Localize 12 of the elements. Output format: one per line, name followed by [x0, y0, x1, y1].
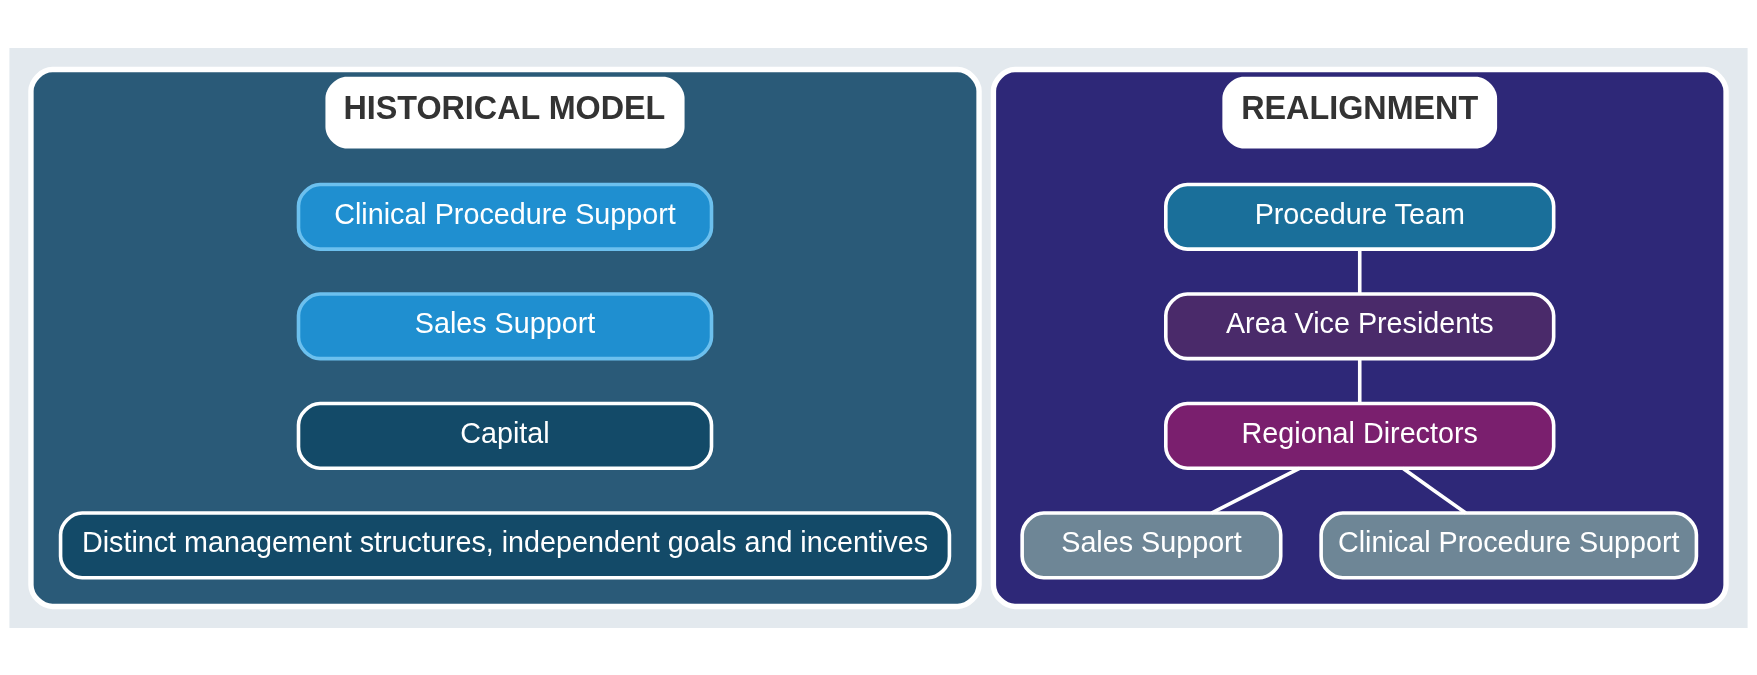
node-box: Area Vice Presidents: [1164, 291, 1556, 360]
node-box: Sales Support: [1020, 510, 1283, 579]
node-box: Regional Directors: [1164, 401, 1556, 470]
node-box: Capital: [296, 401, 714, 470]
connector: [1210, 466, 1301, 515]
node-box: Clinical Procedure Support: [296, 182, 714, 251]
node-box: Procedure Team: [1164, 182, 1556, 251]
node-box: Clinical Procedure Support: [1319, 510, 1699, 579]
node-box: Sales Support: [296, 291, 714, 360]
connector: [1357, 248, 1362, 294]
node-box: Distinct management structures, independent goals and incentives: [58, 510, 952, 579]
connector: [1357, 358, 1362, 403]
